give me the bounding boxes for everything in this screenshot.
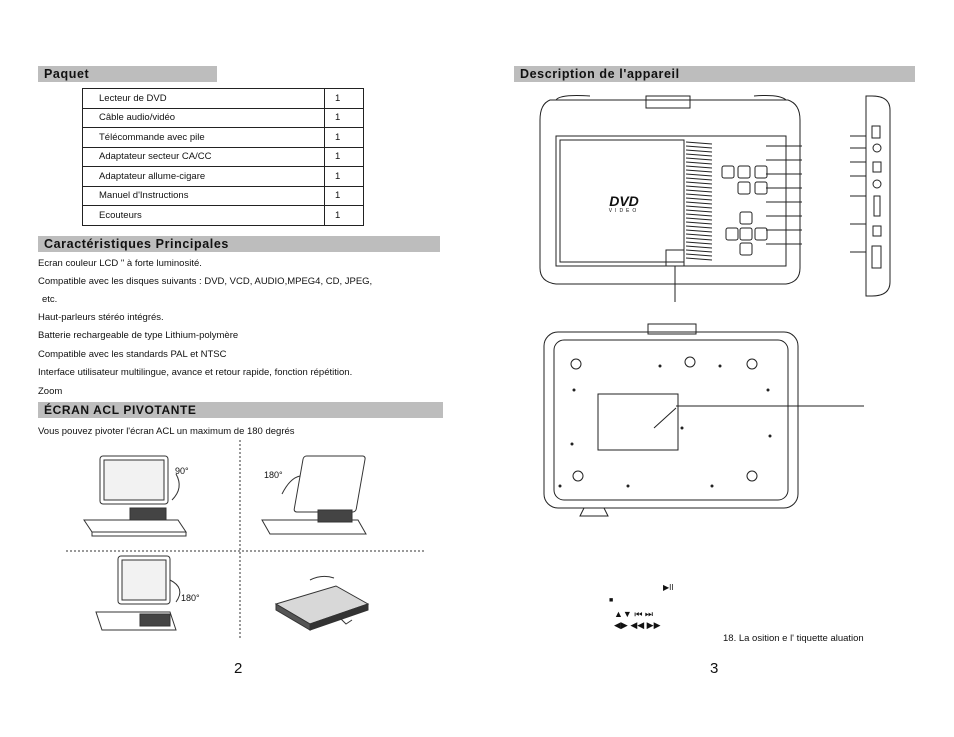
grille-stripe: [685, 169, 713, 173]
grille-stripe: [685, 197, 713, 201]
grille-stripe: [685, 249, 713, 253]
grille-stripe: [685, 205, 713, 209]
grille-stripe: [685, 149, 713, 153]
package-item-qty: 1: [324, 127, 364, 148]
grille-stripe: [685, 181, 713, 185]
description-heading: Description de l'appareil: [514, 66, 915, 82]
legend-stop: ■: [609, 597, 614, 604]
feature-line: Compatible avec les standards PAL et NTS…: [38, 349, 227, 360]
label-180-b: 180°: [181, 593, 200, 603]
grille-stripe: [685, 209, 713, 213]
package-heading: Paquet: [38, 66, 217, 82]
label-90: 90°: [175, 466, 189, 476]
grille-stripe: [685, 165, 713, 169]
label-180-a: 180°: [264, 470, 283, 480]
feature-line: Interface utilisateur multilingue, avanc…: [38, 367, 353, 378]
grille-stripe: [685, 233, 713, 237]
legend-nav-2: ◀▶ ◀◀ ▶▶: [614, 620, 661, 630]
page-number-right: 3: [710, 660, 719, 677]
grille-stripe: [685, 217, 713, 221]
grille-stripe: [685, 253, 713, 257]
grille-stripe: [685, 153, 713, 157]
grille-stripe: [685, 237, 713, 241]
grille-stripe: [685, 141, 713, 145]
grille-stripe: [685, 189, 713, 193]
dvd-logo: DVD VIDEO: [608, 193, 640, 214]
features-heading: Caractéristiques Principales: [38, 236, 440, 252]
page-number-left: 2: [234, 660, 243, 677]
grille-stripe: [685, 241, 713, 245]
grille-stripe: [685, 157, 713, 161]
grille-stripe: [685, 173, 713, 177]
feature-line: Batterie rechargeable de type Lithium-po…: [38, 330, 239, 341]
feature-line: Haut-parleurs stéréo intégrés.: [38, 312, 164, 323]
grille-stripe: [685, 213, 713, 217]
grille-stripe: [685, 193, 713, 197]
grille-stripe: [685, 229, 713, 233]
feature-line: Ecran couleur LCD " à forte luminosité.: [38, 258, 202, 269]
grille-stripe: [685, 201, 713, 205]
grille-stripe: [685, 185, 713, 189]
package-item-qty: 1: [324, 166, 364, 187]
package-item-qty: 1: [324, 205, 364, 226]
rotation-heading: ÉCRAN ACL PIVOTANTE: [38, 402, 443, 418]
feature-line: Compatible avec les disques suivants : D…: [38, 276, 373, 287]
grille-stripe: [685, 145, 713, 149]
package-item-name: Ecouteurs: [82, 205, 325, 226]
legend-nav-1: ▲▼ ⏮ ⏭: [614, 609, 654, 619]
grille-stripe: [685, 177, 713, 181]
legend-play-pause: ▶II: [663, 583, 674, 592]
rotation-text: Vous pouvez pivoter l'écran ACL un maxim…: [38, 426, 295, 437]
grille-stripe: [685, 161, 713, 165]
legend-label-18: 18. La osition e l' tiquette aluation: [723, 633, 864, 644]
feature-line: etc.: [42, 294, 58, 305]
grille-stripe: [685, 245, 713, 249]
grille-stripe: [685, 221, 713, 225]
grille-stripe: [685, 225, 713, 229]
grille-stripe: [685, 257, 713, 261]
feature-line: Zoom: [38, 386, 63, 397]
